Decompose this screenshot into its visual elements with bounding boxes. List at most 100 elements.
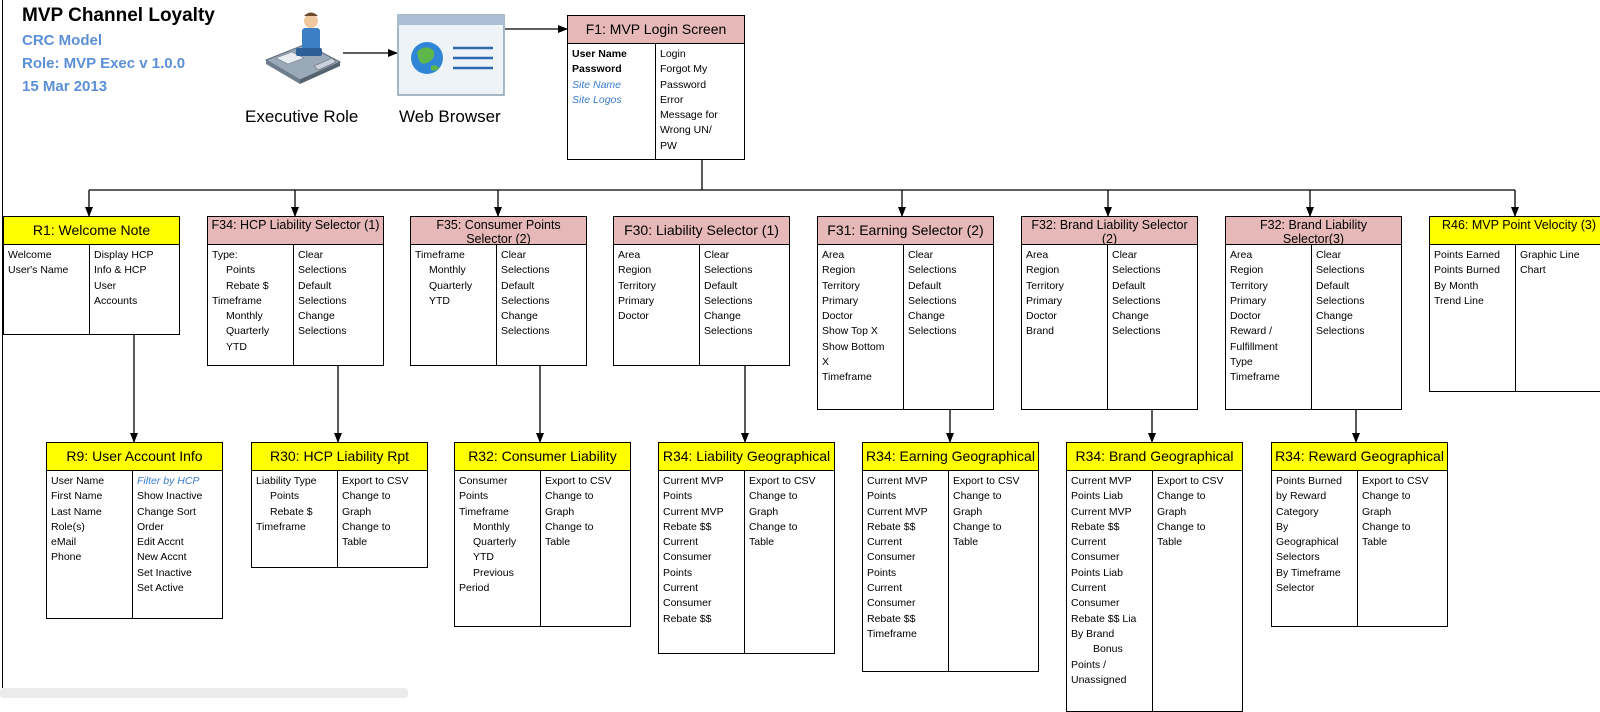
crc-box-f32b-right-item: Selections: [1316, 325, 1365, 338]
crc-box-f31-right-item: Selections: [908, 264, 957, 277]
crc-box-f30-left-item: Area: [618, 249, 641, 261]
crc-box-r9-left-item: Role(s): [51, 520, 85, 533]
login-responsibility-item: Message for: [660, 109, 718, 122]
crc-box-f34-right-item: Selections: [298, 294, 347, 307]
crc-box-r34b-left-item: Timeframe: [867, 627, 917, 640]
crc-box-r34b-left-item: Consumer: [867, 597, 916, 610]
crc-box-r9-left-item: eMail: [51, 536, 77, 549]
crc-box-r34d-right-item: Table: [1362, 536, 1388, 549]
crc-box-r34a-left-item: Points: [663, 566, 693, 579]
crc-box-r34c-right-item: Change to: [1157, 490, 1206, 503]
crc-box-f34-left-item: YTD: [226, 340, 247, 353]
crc-box-r32-right-item: Change to: [545, 520, 594, 533]
crc-box-f34-left-item: Type:: [212, 249, 238, 261]
crc-box-r30-right-item: Table: [342, 536, 368, 549]
crc-box-r34d-left-item: Category: [1276, 505, 1319, 518]
crc-box-r9-left-item: Last Name: [51, 505, 102, 518]
crc-box-f35-right-item: Change: [501, 310, 538, 323]
crc-box-r34a-right-item: Export to CSV: [749, 475, 816, 487]
crc-box-r34a-left-item: Current MVP: [663, 475, 724, 487]
crc-box-r34c-right-item: Graph: [1157, 505, 1187, 518]
crc-box-f32a-right-item: Change: [1112, 310, 1149, 323]
crc-box-f35-left-item: YTD: [429, 294, 450, 307]
crc-box-r34c-title: R34: Brand Geographical: [1067, 443, 1242, 471]
crc-box-f32b-right-item: Default: [1316, 279, 1350, 292]
crc-box-f31-left-item: Region: [822, 264, 856, 277]
crc-box-r34c-left-item: Consumer: [1071, 597, 1120, 610]
crc-box-r9-right-item: Edit Accnt: [137, 536, 184, 549]
crc-box-f35-right-item: Selections: [501, 294, 550, 307]
crc-box-f31-left-item: X: [822, 356, 830, 369]
crc-box-f32a-left-item: Primary: [1026, 294, 1063, 307]
crc-box-f30-left-item: Territory: [618, 279, 656, 292]
crc-box-f32a-left-item: Territory: [1026, 279, 1064, 292]
crc-box-r46-right-item: Chart: [1520, 264, 1546, 277]
crc-box-f35-left-item: Timeframe: [415, 249, 465, 261]
crc-box-r34d-left-item: By: [1276, 520, 1289, 533]
crc-box-r34b-right-item: Change to: [953, 520, 1002, 533]
crc-box-r34b-title: R34: Earning Geographical: [863, 443, 1038, 471]
crc-box-f31-right-item: Change: [908, 310, 945, 323]
crc-box-f34-left-item: Points: [226, 264, 256, 277]
crc-box-r34c-left-item: Unassigned: [1071, 673, 1127, 686]
crc-box-f31-right-item: Selections: [908, 294, 957, 307]
crc-box-r34a-left-item: Current: [663, 536, 699, 549]
horizontal-scrollbar[interactable]: [0, 688, 408, 698]
login-attribute-item: User Name: [572, 48, 627, 60]
crc-box-f35-right-item: Selections: [501, 264, 550, 277]
crc-box-f31-left-item: Timeframe: [822, 371, 872, 384]
crc-box-f32a-left-item: Brand: [1026, 325, 1055, 338]
crc-box-r46-left-item: Points Burned: [1434, 264, 1500, 277]
crc-box-r30-right-item: Export to CSV: [342, 475, 409, 487]
crc-box-f30-left-item: Region: [618, 264, 652, 277]
crc-box-r1-right-item: Info & HCP: [94, 264, 147, 277]
crc-box-f34-left-item: Rebate $: [226, 279, 269, 292]
crc-box-r34a-title: R34: Liability Geographical: [659, 443, 834, 471]
crc-box-r9-right-item: Order: [137, 520, 164, 533]
executive-user-icon: [262, 8, 344, 98]
crc-box-f34-left-item: Timeframe: [212, 294, 262, 307]
crc-box-r9-left-item: First Name: [51, 490, 103, 503]
crc-box-r34c-right-item: Change to: [1157, 520, 1206, 533]
crc-box-r34d-left-item: Geographical: [1276, 536, 1339, 549]
left-edge-line: [2, 0, 3, 688]
crc-box-f31-left-item: Show Top X: [822, 325, 878, 338]
crc-box-f31-title: F31: Earning Selector (2): [818, 217, 993, 245]
crc-box-r34c-right-item: Table: [1157, 536, 1183, 549]
crc-box-r34b-right-item: Table: [953, 536, 979, 549]
crc-box-r34d-left-item: by Reward: [1276, 490, 1327, 503]
crc-box-r34c-left-item: Current MVP: [1071, 505, 1132, 518]
crc-box-r34c-left-item: By Brand: [1071, 627, 1115, 640]
crc-box-r34a-right-item: Change to: [749, 520, 798, 533]
crc-box-r9-right-item: Set Active: [137, 582, 184, 595]
crc-box-r30-left-item: Points: [270, 490, 300, 503]
crc-box-f32a-left-item: Doctor: [1026, 310, 1057, 323]
crc-box-f31-left-item: Area: [822, 249, 845, 261]
crc-box-f30-right-item: Selections: [704, 294, 753, 307]
crc-box-r34a-right-item: Change to: [749, 490, 798, 503]
login-attribute-item: Site Name: [572, 78, 622, 91]
crc-box-f31-right-item: Default: [908, 279, 942, 292]
crc-box-r34c-left-item: Current: [1071, 582, 1107, 595]
crc-box-r46-title: R46: MVP Point Velocity (3): [1430, 217, 1600, 245]
crc-box-f35: F35: Consumer Points Selector (2)Timefra…: [410, 216, 587, 366]
crc-box-r1-left-item: Welcome: [8, 249, 52, 261]
crc-box-f32b-left-item: Territory: [1230, 279, 1268, 292]
